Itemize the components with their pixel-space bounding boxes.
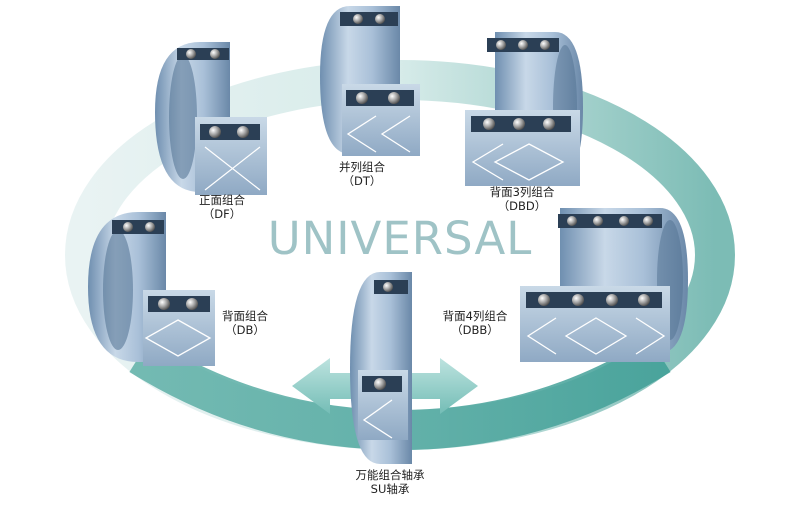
label-dbd-code: （DBD） [497, 199, 547, 213]
label-df-code: （DF） [202, 207, 242, 221]
label-df: 正面组合 （DF） [182, 193, 262, 221]
center-title: UNIVERSAL [267, 212, 533, 265]
label-dbb: 背面4列组合 （DBB） [425, 309, 525, 337]
bearing-su [350, 272, 412, 464]
label-dbb-code: （DBB） [451, 323, 499, 337]
label-db-code: （DB） [225, 323, 265, 337]
label-dt-name: 并列组合 [339, 160, 385, 174]
bearing-dbb [520, 208, 688, 362]
label-su: 万能组合轴承 SU轴承 [335, 468, 445, 496]
label-df-name: 正面组合 [199, 193, 245, 207]
bearing-dbd [465, 32, 583, 186]
bearing-db [88, 212, 215, 366]
label-dbb-name: 背面4列组合 [442, 309, 508, 323]
label-dbd-name: 背面3列组合 [489, 185, 555, 199]
label-su-code: SU轴承 [370, 482, 410, 496]
label-dt-code: （DT） [342, 174, 382, 188]
label-su-name: 万能组合轴承 [355, 468, 425, 482]
label-db: 背面组合 （DB） [210, 309, 280, 337]
label-dt: 并列组合 （DT） [322, 160, 402, 188]
bearing-df [155, 42, 267, 195]
label-db-name: 背面组合 [222, 309, 268, 323]
label-dbd: 背面3列组合 （DBD） [472, 185, 572, 213]
bearing-dt [320, 6, 420, 156]
